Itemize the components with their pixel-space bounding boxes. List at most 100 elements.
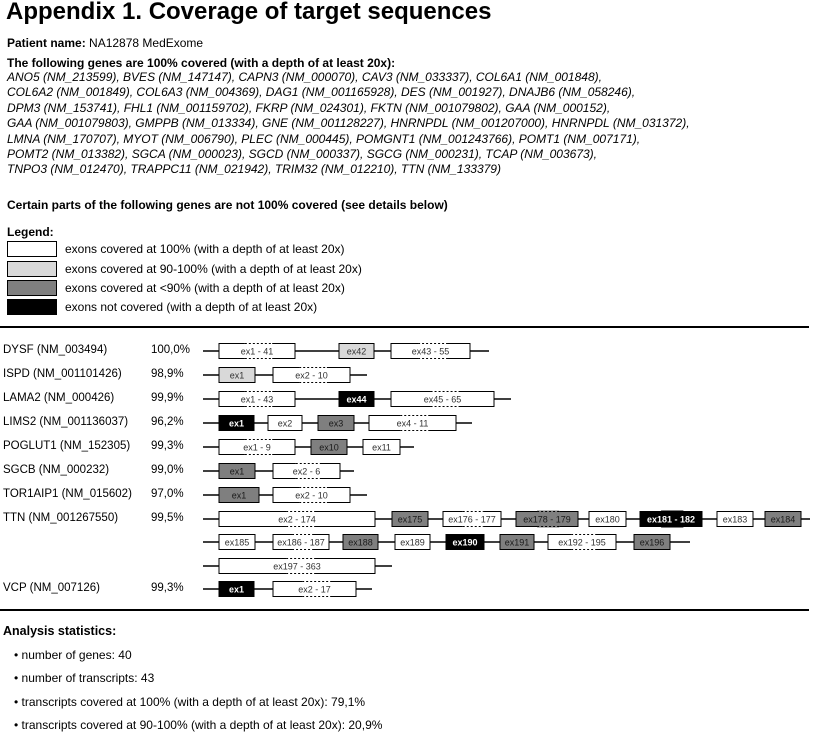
exon-label: ex1 [230, 467, 245, 477]
gene-list-line: COL6A2 (NM_001849), COL6A3 (NM_004369), … [7, 85, 636, 100]
exon-label: ex1 - 43 [241, 395, 274, 405]
exon-label: ex1 [229, 419, 244, 429]
exon-label: ex176 - 177 [448, 515, 496, 525]
exon-label: ex186 - 187 [277, 538, 325, 548]
exon-label: ex190 [452, 538, 477, 548]
gene-coverage-pct: 99,9% [151, 392, 184, 404]
exon-label: ex3 [329, 419, 344, 429]
legend-label: exons covered at 100% (with a depth of a… [65, 242, 345, 256]
exon-box [310, 439, 348, 455]
exon-box [218, 487, 260, 503]
gene-coverage-pct: 100,0% [151, 344, 191, 356]
exon-box [338, 391, 375, 407]
gene-name: ISPD (NM_001101426) [3, 368, 122, 380]
exon-label: ex175 [398, 515, 423, 525]
gene-coverage-pct: 97,0% [151, 488, 184, 500]
exon-box [218, 581, 255, 597]
exon-label: ex2 - 174 [278, 515, 316, 525]
divider [0, 326, 809, 328]
exon-label: ex192 - 195 [558, 538, 606, 548]
gene-list-line: DPM3 (NM_153741), FHL1 (NM_001159702), F… [7, 100, 611, 115]
exon-label: ex1 [232, 491, 247, 501]
exon-label: ex43 - 55 [412, 347, 450, 357]
exon-label: ex2 - 10 [295, 371, 328, 381]
legend-swatch [7, 299, 57, 315]
stat-text: number of transcripts: 43 [21, 671, 155, 685]
gene-name: SGCB (NM_000232) [3, 464, 110, 476]
exon-label: ex2 [278, 419, 293, 429]
exon-label: ex185 [225, 538, 250, 548]
gene-name: VCP (NM_007126) [3, 582, 100, 594]
legend-label: exons not covered (with a depth of at le… [65, 300, 318, 314]
exon-box [391, 511, 429, 527]
gene-name: DYSF (NM_003494) [3, 344, 108, 356]
gene-coverage-pct: 99,0% [151, 464, 184, 476]
stat-text: transcripts covered at 100% (with a dept… [21, 695, 366, 709]
gene-coverage-pct: 99,3% [151, 440, 184, 452]
exon-box [394, 534, 431, 550]
stat-text: number of genes: 40 [21, 648, 132, 662]
exon-box [317, 415, 355, 431]
exon-box [588, 511, 627, 527]
exon-box [499, 534, 535, 550]
exon-box [633, 534, 671, 550]
exon-box [764, 511, 802, 527]
exon-box [445, 534, 485, 550]
exon-label: ex1 [230, 371, 245, 381]
gene-list-line: TNPO3 (NM_012470), TRAPPC11 (NM_021942),… [7, 162, 501, 177]
legend-label: exons covered at 90-100% (with a depth o… [65, 262, 362, 276]
exon-box [218, 463, 256, 479]
exon-coverage-diagram: ex1 - 41 ex42 ex43 - 55 ex1 ex2 - 10 ex1 - 43… [203, 342, 810, 598]
exon-label: ex178 - 179 [523, 515, 571, 525]
full-coverage-gene-list: ANO5 (NM_213599), BVES (NM_147147), CAPN… [7, 70, 822, 178]
gene-coverage-pct: 96,2% [151, 416, 184, 428]
legend-swatch [7, 261, 57, 277]
exon-label: ex1 - 9 [243, 443, 271, 453]
gene-coverage-pct: 99,5% [151, 512, 184, 524]
stats-title: Analysis statistics: [3, 624, 117, 638]
gene-list-line: POMT2 (NM_013382), SGCA (NM_000023), SGC… [7, 147, 597, 162]
legend-label: exons covered at <90% (with a depth of a… [65, 281, 345, 295]
exon-label: ex2 - 6 [293, 467, 321, 477]
exon-label: ex196 [640, 538, 665, 548]
stat-item: • transcripts covered at 90-100% (with a… [14, 718, 383, 732]
divider [0, 609, 809, 611]
exon-label: ex197 - 363 [273, 562, 321, 572]
gene-list-line: LMNA (NM_170707), MYOT (NM_006790), PLEC… [7, 131, 641, 146]
stat-item: • number of transcripts: 43 [14, 671, 155, 685]
gene-name: LAMA2 (NM_000426) [3, 392, 115, 404]
exon-label: ex189 [400, 538, 425, 548]
stat-item: • transcripts covered at 100% (with a de… [14, 695, 366, 709]
stat-text: transcripts covered at 90-100% (with a d… [21, 718, 383, 732]
exon-box [218, 367, 256, 383]
report-title: Appendix 1. Coverage of target sequences [6, 0, 492, 25]
exon-box [716, 511, 754, 527]
exon-box [218, 534, 256, 550]
patient-name-label: Patient name: [7, 36, 86, 50]
exon-box [342, 534, 379, 550]
exon-label: ex2 - 10 [295, 491, 328, 501]
gene-list-line: GAA (NM_001079803), GMPPB (NM_013334), G… [7, 116, 690, 131]
legend-swatch [7, 280, 57, 296]
gene-coverage-pct: 98,9% [151, 368, 184, 380]
exon-box [267, 415, 303, 431]
gene-coverage-pct: 99,3% [151, 582, 184, 594]
legend-swatch [7, 241, 57, 257]
exon-label: ex11 [372, 443, 391, 453]
gene-name: TOR1AIP1 (NM_015602) [3, 488, 132, 500]
exon-label: ex183 [723, 515, 748, 525]
exon-box [218, 415, 255, 431]
exon-label: ex4 - 11 [397, 419, 429, 429]
exon-box [362, 439, 401, 455]
exon-label: ex180 [595, 515, 620, 525]
gene-name: TTN (NM_001267550) [3, 512, 119, 524]
exon-label: ex45 - 65 [424, 395, 462, 405]
legend-title: Legend: [7, 225, 54, 239]
exon-label: ex42 [347, 347, 367, 357]
exon-label: ex191 [505, 538, 530, 548]
exon-label: ex1 - 41 [241, 347, 274, 357]
partial-coverage-heading: Certain parts of the following genes are… [7, 198, 448, 212]
exon-label: ex181 - 182 [647, 515, 695, 525]
exon-label: ex44 [346, 395, 366, 405]
